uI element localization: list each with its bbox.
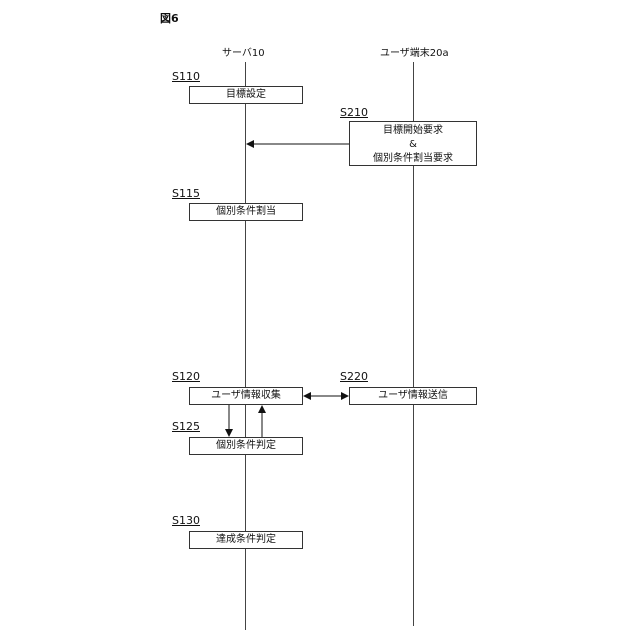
step-box-s125: 個別条件判定 [189,437,303,455]
step-label-s125: 個別条件判定 [190,438,302,454]
step-box-s220: ユーザ情報送信 [349,387,477,405]
step-label-s210-line3: 個別条件割当要求 [350,152,476,166]
step-label-s115: 個別条件割当 [190,204,302,220]
step-id-s220: S220 [340,370,368,383]
step-label-s130: 達成条件判定 [190,532,302,548]
step-id-s130: S130 [172,514,200,527]
step-id-s120: S120 [172,370,200,383]
step-id-s125: S125 [172,420,200,433]
step-label-s120: ユーザ情報収集 [190,388,302,404]
step-box-s210: 目標開始要求 & 個別条件割当要求 [349,121,477,166]
step-box-s110: 目標設定 [189,86,303,104]
step-id-s115: S115 [172,187,200,200]
step-label-s110: 目標設定 [190,87,302,103]
step-box-s115: 個別条件割当 [189,203,303,221]
step-box-s120: ユーザ情報収集 [189,387,303,405]
step-label-s210-line1: 目標開始要求 [350,124,476,138]
step-box-s130: 達成条件判定 [189,531,303,549]
step-label-s220: ユーザ情報送信 [350,388,476,404]
step-id-s110: S110 [172,70,200,83]
step-label-s210-line2: & [350,138,476,152]
step-id-s210: S210 [340,106,368,119]
